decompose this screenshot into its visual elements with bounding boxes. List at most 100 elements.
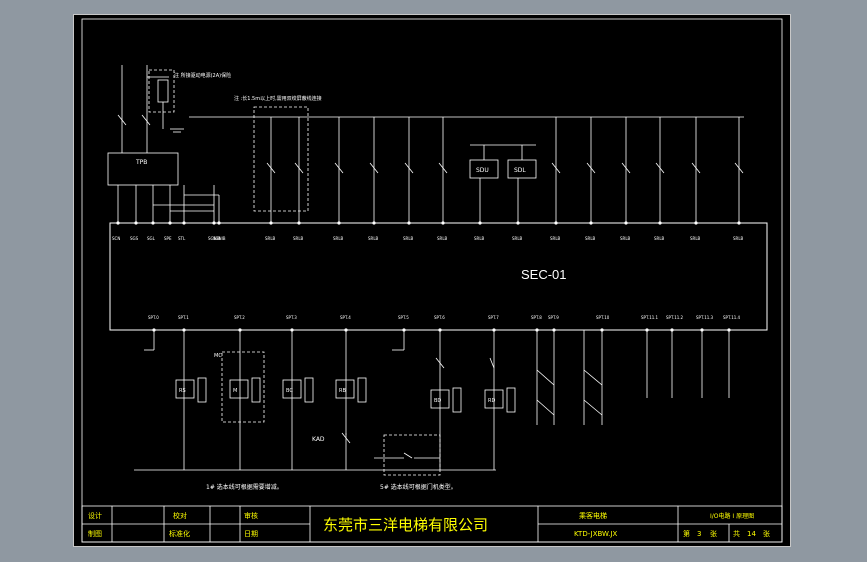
- lower-terminal-label: SPT.5: [398, 315, 409, 320]
- sdu-label: SDU: [476, 167, 489, 174]
- upper-terminal-dot: [182, 221, 186, 225]
- total-no: 14: [747, 530, 756, 538]
- schematic-canvas: SEC-01 TPB 注 所接驱动电源(2A)保险 注 :长1.5m以上时,需用…: [81, 18, 783, 543]
- sdu-sdl: [469, 144, 537, 223]
- coil-rs-label: RS: [179, 388, 186, 394]
- upper-terminal-label: SRLB: [333, 236, 344, 241]
- upper-terminal-dot: [269, 221, 273, 225]
- standard-label: 标准化: [169, 529, 190, 538]
- lower-terminal-label: SPT.2: [234, 315, 245, 320]
- date-label: 日期: [244, 530, 258, 538]
- upper-terminal-label: SRLB: [265, 236, 276, 241]
- upper-terminal-label: SRLB: [512, 236, 523, 241]
- upper-terminal-dot: [212, 221, 216, 225]
- upper-terminal-dot: [554, 221, 558, 225]
- upper-terminal-label: SGNIB: [208, 236, 221, 241]
- upper-terminal-dot: [217, 221, 221, 225]
- lower-terminal-label: SPT.3: [286, 315, 297, 320]
- upper-terminal-dot: [297, 221, 301, 225]
- lower-terminal-label: SPT.8: [531, 315, 542, 320]
- note-top-left: 注 所接驱动电源(2A)保险: [174, 72, 231, 79]
- company-name: 东莞市三洋电梯有限公司: [323, 516, 488, 534]
- lower-terminal-label: SPT.0: [148, 315, 159, 320]
- upper-terminal-label: SRLB: [437, 236, 448, 241]
- sheet-number: 第 3 张: [683, 529, 717, 538]
- upper-terminal-dot: [624, 221, 628, 225]
- drawing-label: 制图: [88, 529, 102, 538]
- upper-terminal-label: SRLB: [293, 236, 304, 241]
- coil-bd-label: BD: [434, 398, 441, 404]
- lower-terminal-label: SPT.9: [548, 315, 559, 320]
- device-label: SEC-01: [521, 267, 567, 282]
- lower-terminal-label: SPT.7: [488, 315, 499, 320]
- sheet-no: 3: [697, 530, 701, 538]
- total-prefix: 共: [733, 529, 740, 538]
- upper-terminal-dot: [168, 221, 172, 225]
- coil-bc-label: BC: [286, 388, 293, 394]
- upper-terminal-dot: [372, 221, 376, 225]
- sheet-total: 共 14 张: [733, 529, 770, 538]
- upper-terminal-dot: [694, 221, 698, 225]
- coil-rd-label: RD: [488, 398, 495, 404]
- note-top-mid: 注 :长1.5m以上时,需用双绞屏蔽线连接: [234, 95, 322, 102]
- drawing-frame: SEC-01 TPB 注 所接驱动电源(2A)保险 注 :长1.5m以上时,需用…: [73, 14, 791, 547]
- upper-terminal-label: SRLB: [690, 236, 701, 241]
- coil-rb-label: RB: [339, 388, 346, 394]
- kad-label: KAD: [312, 436, 325, 443]
- upper-terminal-label: SRLB: [620, 236, 631, 241]
- upper-terminal-dot: [737, 221, 741, 225]
- lower-terminal-label: SPT.11.4: [723, 315, 741, 320]
- lower-terminal-label: SPT.11.1: [641, 315, 659, 320]
- tpb-label: TPB: [135, 159, 147, 166]
- upper-terminal-dot: [478, 221, 482, 225]
- inner-border: [81, 18, 783, 543]
- upper-terminal-dot: [441, 221, 445, 225]
- note-bottom-mid: 5# 选本线可根据门机类型。: [380, 483, 457, 491]
- upper-terminal-label: SRLB: [474, 236, 485, 241]
- upper-terminal-label: STL: [178, 236, 186, 241]
- shield-box: [253, 106, 309, 212]
- mc-box-label: MC: [214, 353, 222, 359]
- total-unit: 张: [763, 529, 770, 538]
- check-label: 校对: [173, 511, 187, 520]
- upper-terminal-label: SCN: [112, 236, 120, 241]
- upper-terminal-label: SGS: [130, 236, 139, 241]
- sheet-unit: 张: [710, 529, 717, 538]
- review-label: 审核: [244, 511, 258, 520]
- lower-terminal-label: SPT.11.3: [696, 315, 714, 320]
- note-bottom-left: 1# 选本线可根据需要增减。: [206, 483, 283, 491]
- sheet-prefix: 第: [683, 529, 690, 538]
- upper-terminal-dot: [337, 221, 341, 225]
- lower-terminal-label: SPT.1: [178, 315, 189, 320]
- upper-terminal-label: SRLB: [368, 236, 379, 241]
- upper-terminal-dot: [516, 221, 520, 225]
- upper-terminal-label: SGL: [147, 236, 156, 241]
- upper-terminal-dot: [116, 221, 120, 225]
- sdl-label: SDL: [514, 167, 526, 174]
- lower-circuit: [134, 330, 730, 476]
- lower-terminal-label: SPT.11.2: [666, 315, 684, 320]
- upper-terminal-label: SPE: [164, 236, 172, 241]
- tpb-block: [107, 65, 219, 223]
- upper-terminal-label: SRLB: [585, 236, 596, 241]
- upper-terminal-dot: [658, 221, 662, 225]
- lower-terminal-label: SPT.4: [340, 315, 351, 320]
- upper-terminal-dot: [134, 221, 138, 225]
- upper-terminal-dot: [151, 221, 155, 225]
- lower-terminal-label: SPT.10: [596, 315, 610, 320]
- upper-terminal-label: SRLB: [733, 236, 744, 241]
- upper-contacts: [213, 117, 744, 223]
- upper-terminal-label: SGNIB: [213, 236, 226, 241]
- coil-m-label: M: [233, 388, 237, 394]
- design-label: 设计: [88, 511, 102, 520]
- upper-terminal-label: SRLB: [403, 236, 414, 241]
- title-block: [81, 505, 783, 543]
- upper-terminal-label: SRLB: [550, 236, 561, 241]
- drawing-number: KTD-JXBW.JX: [574, 530, 617, 538]
- upper-terminal-label: SRLB: [654, 236, 665, 241]
- product-name: 乘客电梯: [579, 511, 607, 520]
- drawing-title: I/O电路 I 原理图: [710, 512, 754, 520]
- upper-terminal-dot: [407, 221, 411, 225]
